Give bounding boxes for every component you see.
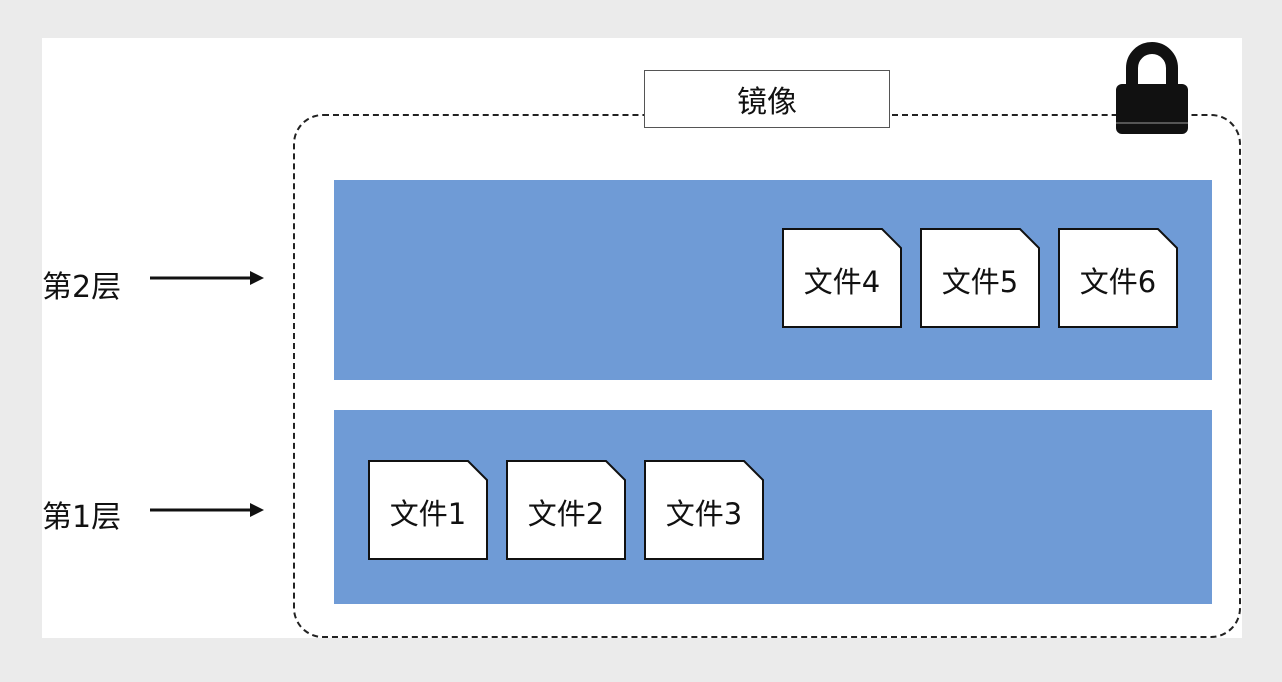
file-5-label: 文件5	[941, 265, 1019, 299]
file-3-label: 文件3	[665, 497, 743, 531]
file-3: 文件3	[644, 460, 764, 560]
lock-icon	[1116, 42, 1188, 134]
file-6: 文件6	[1058, 228, 1178, 328]
layer-2-arrow	[150, 271, 264, 285]
file-2: 文件2	[506, 460, 626, 560]
file-4: 文件4	[782, 228, 902, 328]
layer-2-label: 第2层	[42, 270, 122, 305]
file-5: 文件5	[920, 228, 1040, 328]
file-1: 文件1	[368, 460, 488, 560]
image-label: 镜像	[644, 70, 890, 128]
file-2-label: 文件2	[527, 497, 605, 531]
file-4-label: 文件4	[803, 265, 881, 299]
file-6-label: 文件6	[1079, 265, 1157, 299]
file-1-label: 文件1	[389, 497, 467, 531]
layer-1-label: 第1层	[42, 500, 122, 535]
layer-1-arrow	[150, 503, 264, 517]
